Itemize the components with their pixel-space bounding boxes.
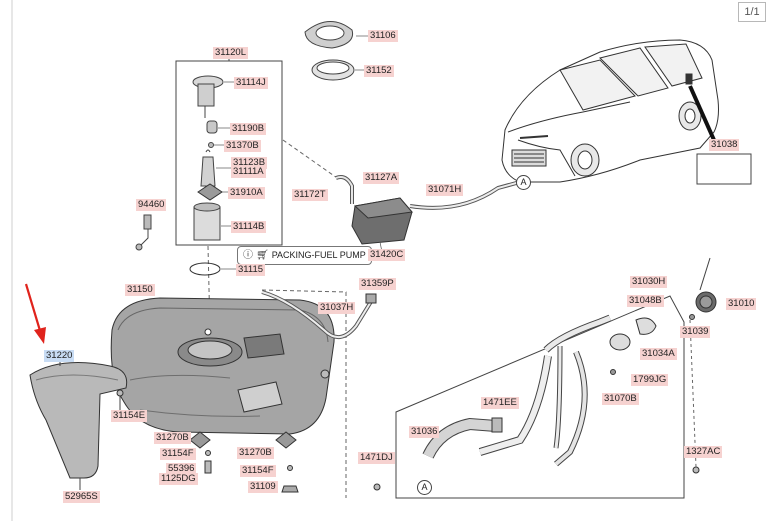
filler-box	[395, 295, 685, 499]
part-label-31115[interactable]: 31115	[236, 264, 266, 276]
fuel-tank-part	[110, 297, 335, 435]
marker-a-top: A	[516, 175, 531, 190]
fuel-pump-assembly-box	[175, 55, 283, 246]
part-label-31172t[interactable]: 31172T	[292, 189, 328, 201]
part-label-31154f-right[interactable]: 31154F	[240, 465, 276, 477]
packing-fuel-pump-callout[interactable]: ⓘ 🛒︎ PACKING-FUEL PUMP	[237, 246, 372, 265]
part-label-1471ee[interactable]: 1471EE	[481, 397, 519, 409]
part-label-31037h[interactable]: 31037H	[318, 302, 356, 314]
part-label-31910a[interactable]: 31910A	[228, 187, 265, 199]
filler-hose-part	[422, 417, 503, 459]
part-label-31420c[interactable]: 31420C	[368, 249, 406, 261]
part-label-31270b-right[interactable]: 31270B	[237, 447, 274, 459]
vapor-hose-part	[409, 180, 521, 210]
lock-ring-part	[311, 59, 364, 81]
vent-hose-part	[261, 290, 377, 339]
part-label-31114b[interactable]: 31114B	[231, 221, 267, 233]
part-label-31154f-left[interactable]: 31154F	[160, 448, 196, 460]
marker-a-bottom: A	[417, 480, 432, 495]
part-label-31038[interactable]: 31038	[709, 139, 740, 151]
part-label-31127a[interactable]: 31127A	[363, 172, 400, 184]
canister-part	[335, 175, 413, 253]
part-label-31036[interactable]: 31036	[409, 426, 440, 438]
tank-mount-hardware	[116, 389, 299, 493]
part-label-31109[interactable]: 31109	[248, 481, 278, 493]
part-label-31270b-left[interactable]: 31270B	[154, 432, 191, 444]
red-pointer-arrow	[24, 283, 46, 344]
part-label-31220[interactable]: 31220	[44, 350, 75, 362]
callout-text: PACKING-FUEL PUMP	[271, 250, 366, 260]
fuel-door-pointer	[688, 85, 752, 185]
cart-icon: 🛒︎	[256, 250, 269, 261]
part-label-31071h[interactable]: 31071H	[426, 184, 464, 196]
o-ring-part	[189, 262, 221, 276]
screw-1799jg	[610, 369, 616, 375]
fuel-cap-part	[689, 257, 717, 474]
part-label-55396[interactable]: 55396	[166, 463, 197, 475]
part-label-31150[interactable]: 31150	[125, 284, 155, 296]
part-label-31030h[interactable]: 31030H	[630, 276, 668, 288]
part-label-94460[interactable]: 94460	[136, 199, 167, 211]
heat-protector-part	[29, 360, 128, 490]
part-label-31010[interactable]: 31010	[726, 298, 757, 310]
question-circle-icon: ⓘ	[243, 250, 253, 261]
part-label-31152[interactable]: 31152	[364, 65, 394, 77]
part-label-52965s[interactable]: 52965S	[63, 491, 100, 503]
packing-ring-part	[304, 21, 368, 49]
fuel-clamp-part	[135, 214, 152, 251]
part-label-31070b[interactable]: 31070B	[602, 393, 639, 405]
part-label-31114j[interactable]: 31114J	[234, 77, 268, 89]
part-label-31359p[interactable]: 31359P	[359, 278, 396, 290]
vehicle-illustration	[501, 39, 719, 183]
part-label-1125dg[interactable]: 1125DG	[159, 473, 198, 485]
part-label-31034a[interactable]: 31034A	[640, 348, 677, 360]
part-label-1799jg[interactable]: 1799JG	[631, 374, 669, 386]
part-label-1327ac[interactable]: 1327AC	[684, 446, 723, 458]
part-label-31370b[interactable]: 31370B	[224, 140, 261, 152]
part-label-31120l[interactable]: 31120L	[213, 47, 248, 59]
part-label-31048b[interactable]: 31048B	[627, 295, 664, 307]
clamp-1471dj	[373, 483, 381, 491]
page-indicator: 1/1	[738, 2, 766, 22]
part-label-31190b[interactable]: 31190B	[230, 123, 267, 135]
part-label-1471dj[interactable]: 1471DJ	[358, 452, 395, 464]
part-label-31106[interactable]: 31106	[368, 30, 398, 42]
filler-neck-part	[478, 314, 657, 467]
part-label-31039[interactable]: 31039	[680, 326, 711, 338]
part-label-31154e[interactable]: 31154E	[111, 410, 148, 422]
part-label-31111a[interactable]: 31111A	[231, 166, 266, 178]
